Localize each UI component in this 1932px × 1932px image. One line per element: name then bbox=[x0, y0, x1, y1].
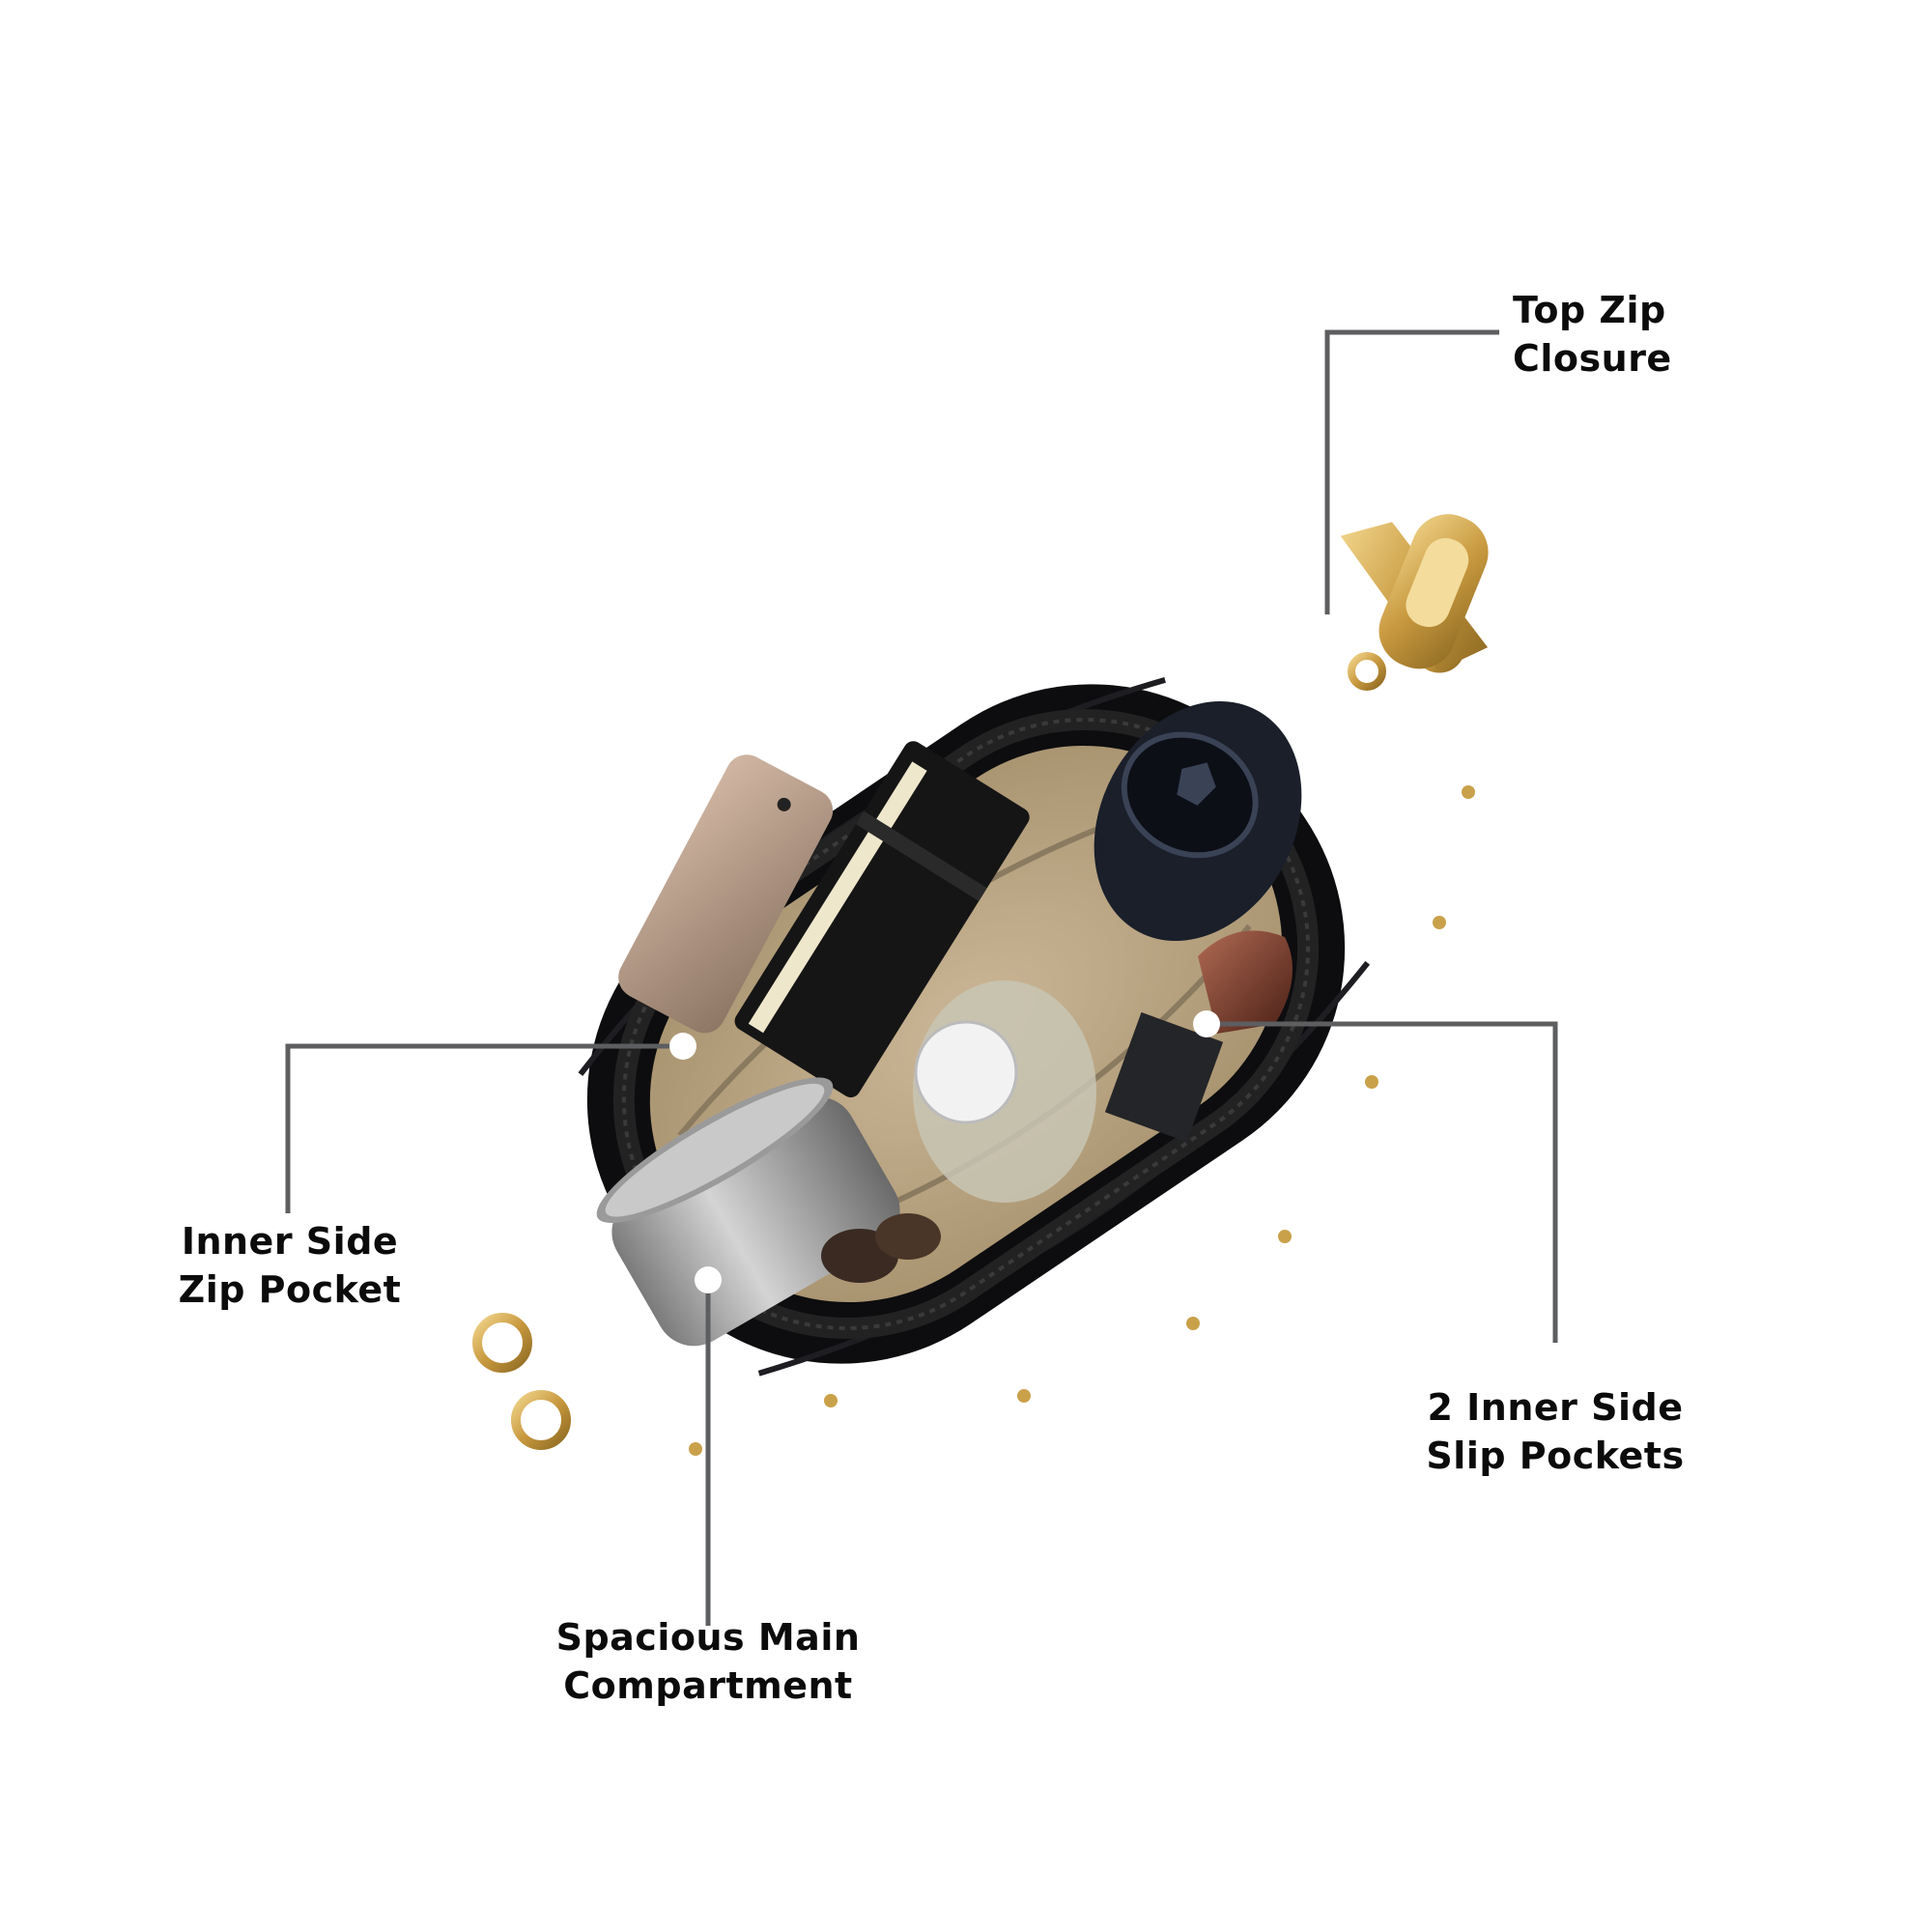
lipstick bbox=[1104, 930, 1293, 1143]
slip-pockets-label-line1: 2 Inner Side bbox=[1427, 1386, 1684, 1429]
slip-pockets-leader bbox=[1207, 1021, 1558, 1343]
inner-zip-pocket-label-line2: Zip Pocket bbox=[178, 1268, 402, 1311]
main-compartment-dot bbox=[695, 1266, 722, 1293]
notebook bbox=[734, 741, 1030, 1097]
bag-contents bbox=[596, 700, 1302, 1347]
inner-side-zip-pocket-label: Inner Side Zip Pocket bbox=[155, 1217, 425, 1314]
inner-zip-pocket-leader bbox=[285, 1043, 683, 1213]
callout-lines bbox=[285, 329, 1558, 1626]
strap-ring-bottom bbox=[511, 1390, 571, 1450]
inner-zip-pocket-label-line1: Inner Side bbox=[181, 1220, 399, 1263]
handbag bbox=[472, 514, 1489, 1456]
slip-pockets-label-line2: Slip Pockets bbox=[1426, 1435, 1685, 1477]
top-zip-closure-label: Top Zip Closure bbox=[1513, 286, 1672, 383]
glass-bottle bbox=[913, 980, 1096, 1203]
top-zip-label-line2: Closure bbox=[1513, 337, 1672, 380]
metal-tin bbox=[596, 1077, 900, 1347]
main-compartment-label-line1: Spacious Main bbox=[555, 1616, 861, 1659]
callout-dots bbox=[669, 614, 1341, 1293]
sunglasses bbox=[821, 1213, 941, 1283]
strap-ring-left bbox=[472, 1313, 532, 1373]
top-zip-leader bbox=[1324, 329, 1499, 628]
inner-zip-pocket-dot bbox=[669, 1033, 696, 1060]
top-zip-label-line1: Top Zip bbox=[1513, 289, 1666, 331]
gold-studs bbox=[689, 785, 1475, 1456]
perfume-bottle bbox=[1094, 700, 1302, 942]
zip-puller bbox=[1340, 514, 1489, 691]
main-compartment-label-line2: Compartment bbox=[563, 1664, 853, 1707]
top-zip-dot bbox=[1314, 614, 1341, 641]
inner-side-slip-pockets-label: 2 Inner Side Slip Pockets bbox=[1410, 1383, 1700, 1480]
slip-pockets-dot bbox=[1193, 1010, 1220, 1037]
phone bbox=[618, 754, 834, 1034]
spacious-main-compartment-label: Spacious Main Compartment bbox=[544, 1613, 872, 1710]
